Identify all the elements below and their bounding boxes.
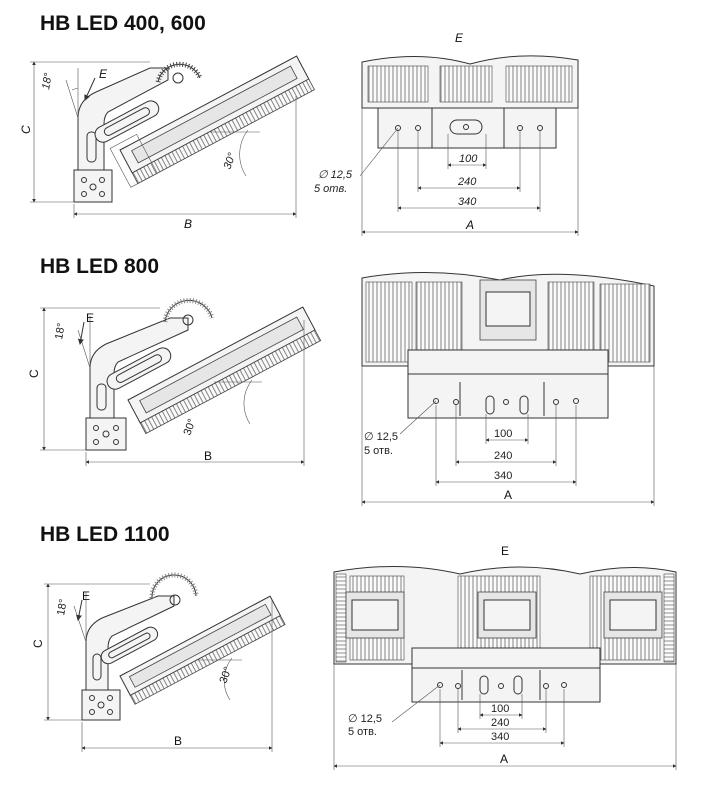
dim-240: 240 [494,450,512,462]
hole-diameter: ∅ 12,5 [318,169,353,181]
label-b: B [174,734,182,748]
label-a: A [504,488,512,502]
dim-240: 240 [457,176,477,188]
front-label-e: E [455,31,464,45]
hole-count: 5 отв. [314,183,347,195]
angle-30-label: 30° [182,417,199,437]
angle-18-label: 18° [40,71,55,90]
dim-100: 100 [459,153,478,165]
label-a: A [465,218,474,232]
label-c: C [27,369,41,378]
label-b: B [184,217,192,231]
label-e: E [99,67,108,81]
angle-30-label: 30° [222,151,239,171]
label-e: E [82,589,90,603]
hole-diameter: ∅ 12,5 [348,713,382,725]
dim-240: 240 [491,717,509,729]
front-view-1100 [333,566,677,770]
front-view-400-600 [359,55,579,236]
hole-diameter: ∅ 12,5 [364,431,398,443]
dim-100: 100 [491,703,509,715]
dim-340: 340 [494,470,512,482]
front-label-e: E [501,544,509,558]
dim-340: 340 [491,731,509,743]
label-c: C [31,639,45,648]
section-title-1100: HB LED 1100 [40,523,170,546]
side-view-400-600 [30,55,315,218]
angle-30-label: 30° [218,665,235,685]
section-title-400-600: HB LED 400, 600 [40,12,206,35]
dim-100: 100 [494,428,512,440]
angle-18-label: 18° [53,322,68,340]
side-view-1100 [44,572,286,752]
mount-plate [73,169,113,203]
hole-count: 5 отв. [364,445,393,457]
side-view-800 [40,297,322,466]
section-title-800: HB LED 800 [40,255,160,278]
angle-18-label: 18° [55,598,70,616]
label-b: B [204,449,212,463]
dim-340: 340 [458,196,477,208]
label-a: A [500,752,508,766]
front-view-800 [361,272,655,506]
label-e: E [86,311,94,325]
hole-count: 5 отв. [348,726,377,738]
label-c: C [19,125,33,134]
